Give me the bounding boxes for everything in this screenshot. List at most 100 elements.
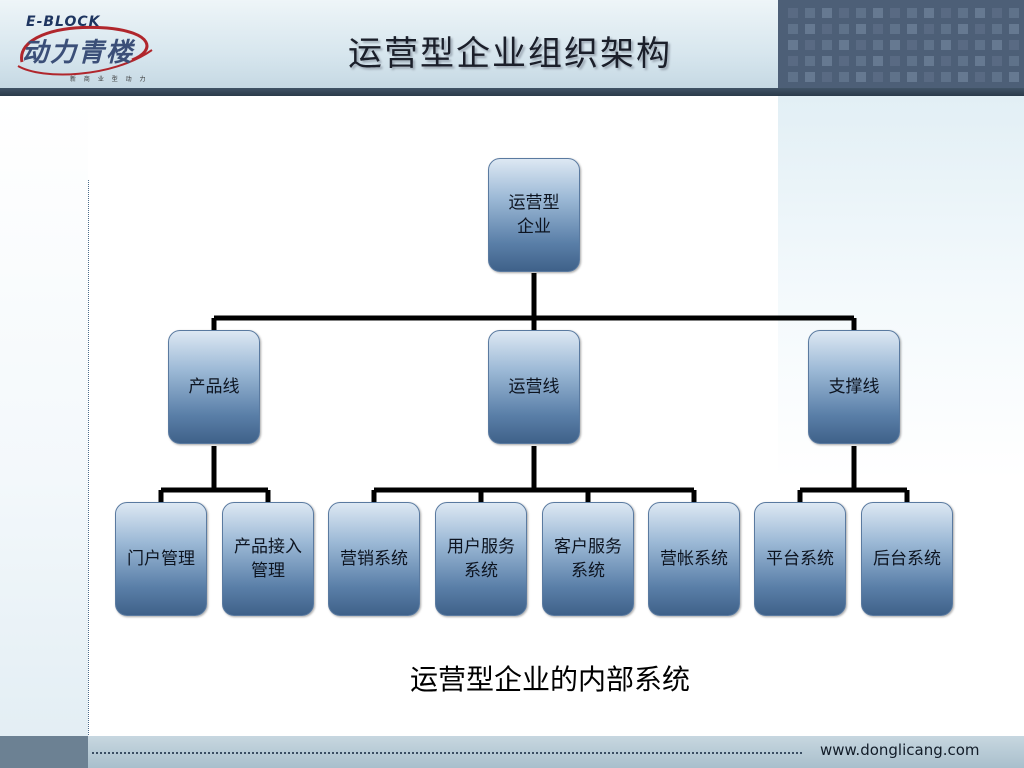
header-pattern-dot [873, 56, 883, 66]
header-pattern-dot [1009, 8, 1019, 18]
header-pattern-dot [822, 24, 832, 34]
header-pattern-dot [975, 72, 985, 82]
org-node-operation-line: 运营线 [488, 330, 580, 444]
header-pattern-dot [805, 40, 815, 50]
header-pattern-dot [788, 8, 798, 18]
logo-swoosh-icon [17, 25, 153, 76]
header-pattern-dot [1009, 24, 1019, 34]
header-pattern-dot [924, 72, 934, 82]
header-pattern-dot [992, 72, 1002, 82]
header-pattern-dot [992, 24, 1002, 34]
left-dotted-rule [88, 180, 89, 735]
org-node-label: 支撑线 [828, 377, 880, 397]
header-pattern-dot [822, 72, 832, 82]
header-pattern-dot [890, 40, 900, 50]
header-pattern-dot [856, 24, 866, 34]
org-node-portal-management: 门户管理 [115, 502, 207, 616]
header-pattern-dot [805, 56, 815, 66]
header-pattern-dot [958, 8, 968, 18]
org-node-label: 用户服务 系统 [447, 537, 515, 581]
header-pattern-dot [805, 72, 815, 82]
header-pattern-dot [856, 56, 866, 66]
header-pattern-dot [975, 40, 985, 50]
page-title: 运营型企业组织架构 [348, 34, 672, 74]
org-node-backend-system: 后台系统 [861, 502, 953, 616]
header-pattern-dot [805, 24, 815, 34]
org-node-product-access: 产品接入 管理 [222, 502, 314, 616]
org-node-label: 产品线 [188, 377, 240, 397]
header-pattern-dot [788, 56, 798, 66]
header-pattern-dot [1009, 56, 1019, 66]
header-pattern-dot [822, 40, 832, 50]
header-pattern-dot [907, 40, 917, 50]
header-pattern-dot [992, 8, 1002, 18]
header-pattern-dot [839, 72, 849, 82]
header-pattern-dot [975, 24, 985, 34]
header-pattern-dot [1009, 72, 1019, 82]
header-pattern-dot [873, 72, 883, 82]
header-pattern-dot [873, 8, 883, 18]
header-pattern-dot [873, 40, 883, 50]
logo-eblock: E-BLOCK [26, 14, 101, 30]
header-pattern-dot [822, 8, 832, 18]
header-dot-pattern [778, 0, 1024, 88]
org-node-label: 平台系统 [766, 549, 834, 569]
header-pattern-dot [924, 8, 934, 18]
header-pattern-dot [958, 56, 968, 66]
org-node-root-label: 运营型 企业 [508, 193, 560, 237]
header-pattern-dot [924, 24, 934, 34]
diagram-caption: 运营型企业的内部系统 [409, 663, 690, 696]
org-node-label: 产品接入 管理 [234, 537, 302, 581]
header-pattern-dot [822, 56, 832, 66]
header-pattern-dot [907, 8, 917, 18]
header-pattern-dot [805, 8, 815, 18]
header-pattern-dot [958, 24, 968, 34]
left-panel [0, 96, 88, 736]
org-node-product-line: 产品线 [168, 330, 260, 444]
header-pattern-dot [907, 24, 917, 34]
header-pattern-dot [890, 24, 900, 34]
header-pattern-dot [788, 40, 798, 50]
header-pattern-dot [907, 56, 917, 66]
header-pattern-dot [788, 24, 798, 34]
org-node-label: 营帐系统 [660, 549, 728, 569]
header-pattern-dot [975, 8, 985, 18]
header-pattern-dot [941, 40, 951, 50]
logo-brand: 动力青楼 [22, 38, 135, 68]
header-pattern-dot [890, 72, 900, 82]
org-node-support-line: 支撑线 [808, 330, 900, 444]
header-pattern-dot [941, 56, 951, 66]
org-node-label: 营销系统 [340, 549, 408, 569]
header-pattern-dot [856, 8, 866, 18]
header-pattern-dot [907, 72, 917, 82]
header-pattern-dot [924, 56, 934, 66]
footer-left-block [0, 736, 88, 768]
org-node-label: 后台系统 [873, 549, 941, 569]
header-pattern-dot [788, 72, 798, 82]
org-node-label: 运营线 [508, 377, 560, 397]
footer-url[interactable]: www.donglicang.com [820, 741, 980, 759]
header-pattern-dot [941, 8, 951, 18]
header-pattern-dot [941, 72, 951, 82]
header-pattern-dot [941, 24, 951, 34]
header-pattern-dot [924, 40, 934, 50]
header-pattern-dot [975, 56, 985, 66]
org-node-billing-system: 营帐系统 [648, 502, 740, 616]
org-node-label: 门户管理 [127, 549, 195, 569]
logo-tagline: 新 商 业 型 动 力 [70, 76, 149, 83]
org-node-user-service-system: 用户服务 系统 [435, 502, 527, 616]
header-pattern-dot [992, 40, 1002, 50]
logo: E-BLOCK 动力青楼 新 商 业 型 动 力 [12, 10, 162, 86]
header-pattern-dot [890, 8, 900, 18]
header-pattern-dot [839, 40, 849, 50]
footer-dotted-rule [92, 752, 802, 754]
org-node-platform-system: 平台系统 [754, 502, 846, 616]
header-pattern-dot [1009, 40, 1019, 50]
org-node-marketing-system: 营销系统 [328, 502, 420, 616]
org-node-label: 客户服务 系统 [554, 537, 622, 581]
org-node-root: 运营型 企业 [488, 158, 580, 272]
header-divider [0, 88, 1024, 96]
header-pattern-dot [839, 56, 849, 66]
header-pattern-dot [873, 24, 883, 34]
